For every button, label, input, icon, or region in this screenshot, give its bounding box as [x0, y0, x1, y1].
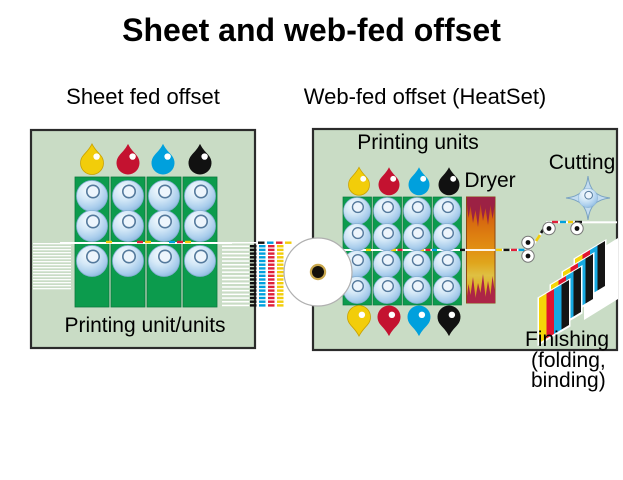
cutting-wheel-icon: [565, 175, 611, 221]
ink-drop-red-icon: [116, 143, 140, 175]
web-fed-ink-pins-bottom: [346, 304, 461, 337]
printing-unit-label: Printing unit/units: [64, 314, 226, 337]
finishing-note-line1: (folding,: [531, 349, 606, 372]
roller-icon: [521, 235, 535, 250]
ink-drop-cyan-icon: [408, 167, 430, 196]
web-fed-ink-drops-top: [347, 166, 460, 196]
page-title: Sheet and web-fed offset: [122, 12, 501, 48]
ink-pin-black-icon: [437, 305, 461, 337]
ink-pin-yellow-icon: [346, 304, 372, 337]
finished-products: [537, 238, 618, 346]
web-fed-panel: [283, 127, 619, 352]
finishing-label: Finishing: [524, 328, 610, 351]
ink-pin-cyan-icon: [407, 305, 431, 337]
sheet-path: [60, 240, 232, 244]
dryer-flames-bottom: [467, 274, 495, 303]
ink-drop-black-icon: [438, 167, 460, 196]
ink-drop-black-icon: [188, 143, 212, 175]
sheet-fed-ink-drops: [79, 143, 212, 176]
cutting-label: Cutting: [548, 151, 616, 174]
sheet-fed-panel: [29, 128, 292, 350]
paper-web: [318, 248, 531, 252]
blank-sheet-stack: [33, 243, 71, 290]
dryer-label: Dryer: [464, 169, 516, 192]
paper-roll-icon: [283, 237, 353, 307]
web-fed-heading: Web-fed offset (HeatSet): [303, 84, 547, 109]
dryer-flames-top: [467, 197, 495, 227]
ink-drop-yellow-icon: [79, 143, 105, 176]
ink-drop-yellow-icon: [347, 166, 371, 196]
printing-units-label: Printing units: [357, 131, 479, 154]
ink-pin-red-icon: [377, 305, 401, 337]
roller-icon: [542, 221, 556, 236]
ink-drop-cyan-icon: [151, 143, 175, 175]
ink-drop-red-icon: [378, 167, 400, 196]
roller-icon: [570, 221, 584, 236]
web-delivery-path: [521, 220, 617, 263]
roller-icon: [521, 249, 535, 263]
finishing-note-line2: binding): [531, 369, 606, 392]
dryer-unit: [466, 196, 496, 304]
sheet-fed-heading: Sheet fed offset: [66, 84, 220, 109]
